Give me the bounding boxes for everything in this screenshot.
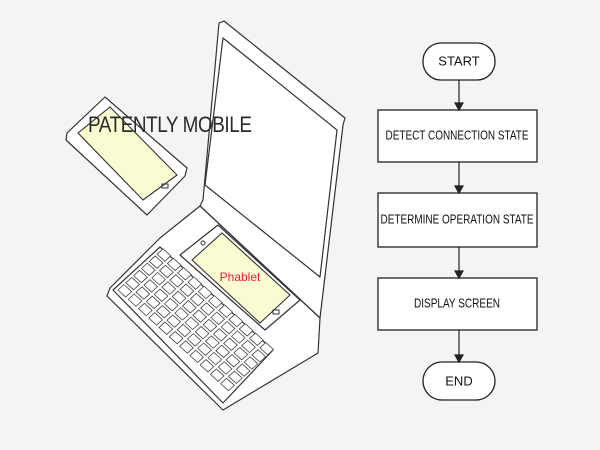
- laptop-display: [204, 37, 338, 278]
- end-label: END: [445, 373, 472, 388]
- keyboard-key: [220, 320, 236, 335]
- keyboard-key: [197, 285, 213, 300]
- step-label: DETERMINE OPERATION STATE: [381, 211, 534, 226]
- step-label: DETECT CONNECTION STATE: [386, 127, 529, 142]
- arrowhead: [453, 354, 465, 364]
- keyboard-key: [179, 340, 194, 354]
- keyboard-key: [202, 318, 218, 333]
- keyboard-key: [218, 304, 233, 318]
- step-display-screen: [377, 277, 538, 331]
- keyboard-key: [161, 281, 177, 295]
- keyboard-key: [156, 305, 171, 319]
- keyboard-key: [223, 337, 238, 351]
- keyboard-key: [184, 316, 200, 331]
- arrowhead: [453, 102, 465, 112]
- arrowhead: [453, 270, 465, 280]
- flow-arrows: [453, 80, 465, 364]
- keyboard-key: [158, 321, 174, 336]
- keyboard-key: [243, 356, 259, 370]
- keyboard-key: [174, 307, 189, 321]
- keyboard-key: [235, 363, 251, 377]
- phablet-camera: [200, 240, 206, 246]
- keyboard-key: [189, 292, 205, 307]
- keyboard-key: [259, 341, 275, 356]
- step-detect-connection: [377, 109, 538, 163]
- keyboard-key: [127, 293, 143, 307]
- keyboard-key: [210, 311, 226, 326]
- watermark: PATENTLY MOBILE: [88, 112, 252, 137]
- keyboard-key: [225, 354, 241, 368]
- keyboard-key: [215, 344, 231, 359]
- keyboard-key: [145, 295, 161, 310]
- keyboard-key: [241, 339, 256, 354]
- keyboard-key: [117, 284, 133, 298]
- keyboard-key: [143, 279, 159, 293]
- keyboard-key: [163, 297, 179, 312]
- keyboard-key: [169, 274, 185, 288]
- phablet-label: Phablet: [220, 270, 261, 284]
- keyboard-key: [200, 302, 215, 316]
- keyboard-key: [209, 368, 225, 382]
- keyboard-key: [204, 335, 220, 349]
- keyboard-key: [199, 358, 215, 373]
- keyboard-key: [166, 257, 182, 272]
- keyboard-key: [179, 283, 195, 297]
- flowchart: START DETECT CONNECTION STATE DETERMINE …: [377, 42, 538, 401]
- keyboard-key: [187, 276, 203, 290]
- keyboard-key: [135, 286, 151, 300]
- keyboard-key: [159, 264, 174, 279]
- keyboard-key: [233, 346, 249, 361]
- step-label: DISPLAY SCREEN: [414, 295, 500, 310]
- phone-screen: [77, 106, 178, 201]
- keyboard-key: [125, 276, 141, 291]
- keyboard-key: [228, 313, 244, 328]
- phablet-screen: [191, 232, 291, 324]
- keyboard-key: [137, 302, 153, 317]
- keyboard-key: [230, 330, 246, 344]
- keyboard-key: [140, 262, 156, 277]
- phone-home-button: [161, 183, 169, 189]
- start-label: START: [438, 53, 479, 68]
- keyboard-key: [251, 349, 267, 363]
- keyboard-key: [207, 351, 223, 366]
- keyboard-key: [156, 248, 172, 262]
- keyboard-keys: [117, 248, 275, 392]
- keyboard-key: [166, 314, 182, 328]
- arrowhead: [453, 185, 465, 195]
- keyboard-key: [168, 330, 184, 345]
- keyboard-key: [192, 309, 208, 323]
- keyboard-key: [197, 342, 212, 356]
- step-determine-operation: [377, 192, 538, 248]
- keyboard-key: [207, 295, 223, 309]
- keyboard-key: [148, 312, 163, 326]
- keyboard-key: [181, 300, 197, 314]
- keyboard-key: [177, 266, 192, 281]
- keyboard-key: [151, 271, 166, 286]
- keyboard-key: [212, 328, 228, 342]
- keyboard-key: [217, 361, 233, 375]
- keyboard-key: [153, 288, 169, 302]
- laptop-base: Phablet: [106, 205, 321, 411]
- keyboard-key: [227, 370, 243, 385]
- laptop-lid: [199, 20, 346, 319]
- keyboard-key: [148, 255, 164, 269]
- keyboard-key: [220, 377, 235, 392]
- keyboard-key: [238, 323, 254, 337]
- keyboard-key: [194, 325, 210, 340]
- standalone-phone: [65, 96, 188, 216]
- keyboard-key: [249, 332, 264, 347]
- keyboard-key: [186, 333, 202, 347]
- keyboard-key: [176, 323, 192, 338]
- keyboard-key: [133, 269, 148, 284]
- keyboard-key: [189, 349, 205, 364]
- phablet-home-button: [272, 309, 280, 315]
- keyboard-key: [171, 290, 187, 305]
